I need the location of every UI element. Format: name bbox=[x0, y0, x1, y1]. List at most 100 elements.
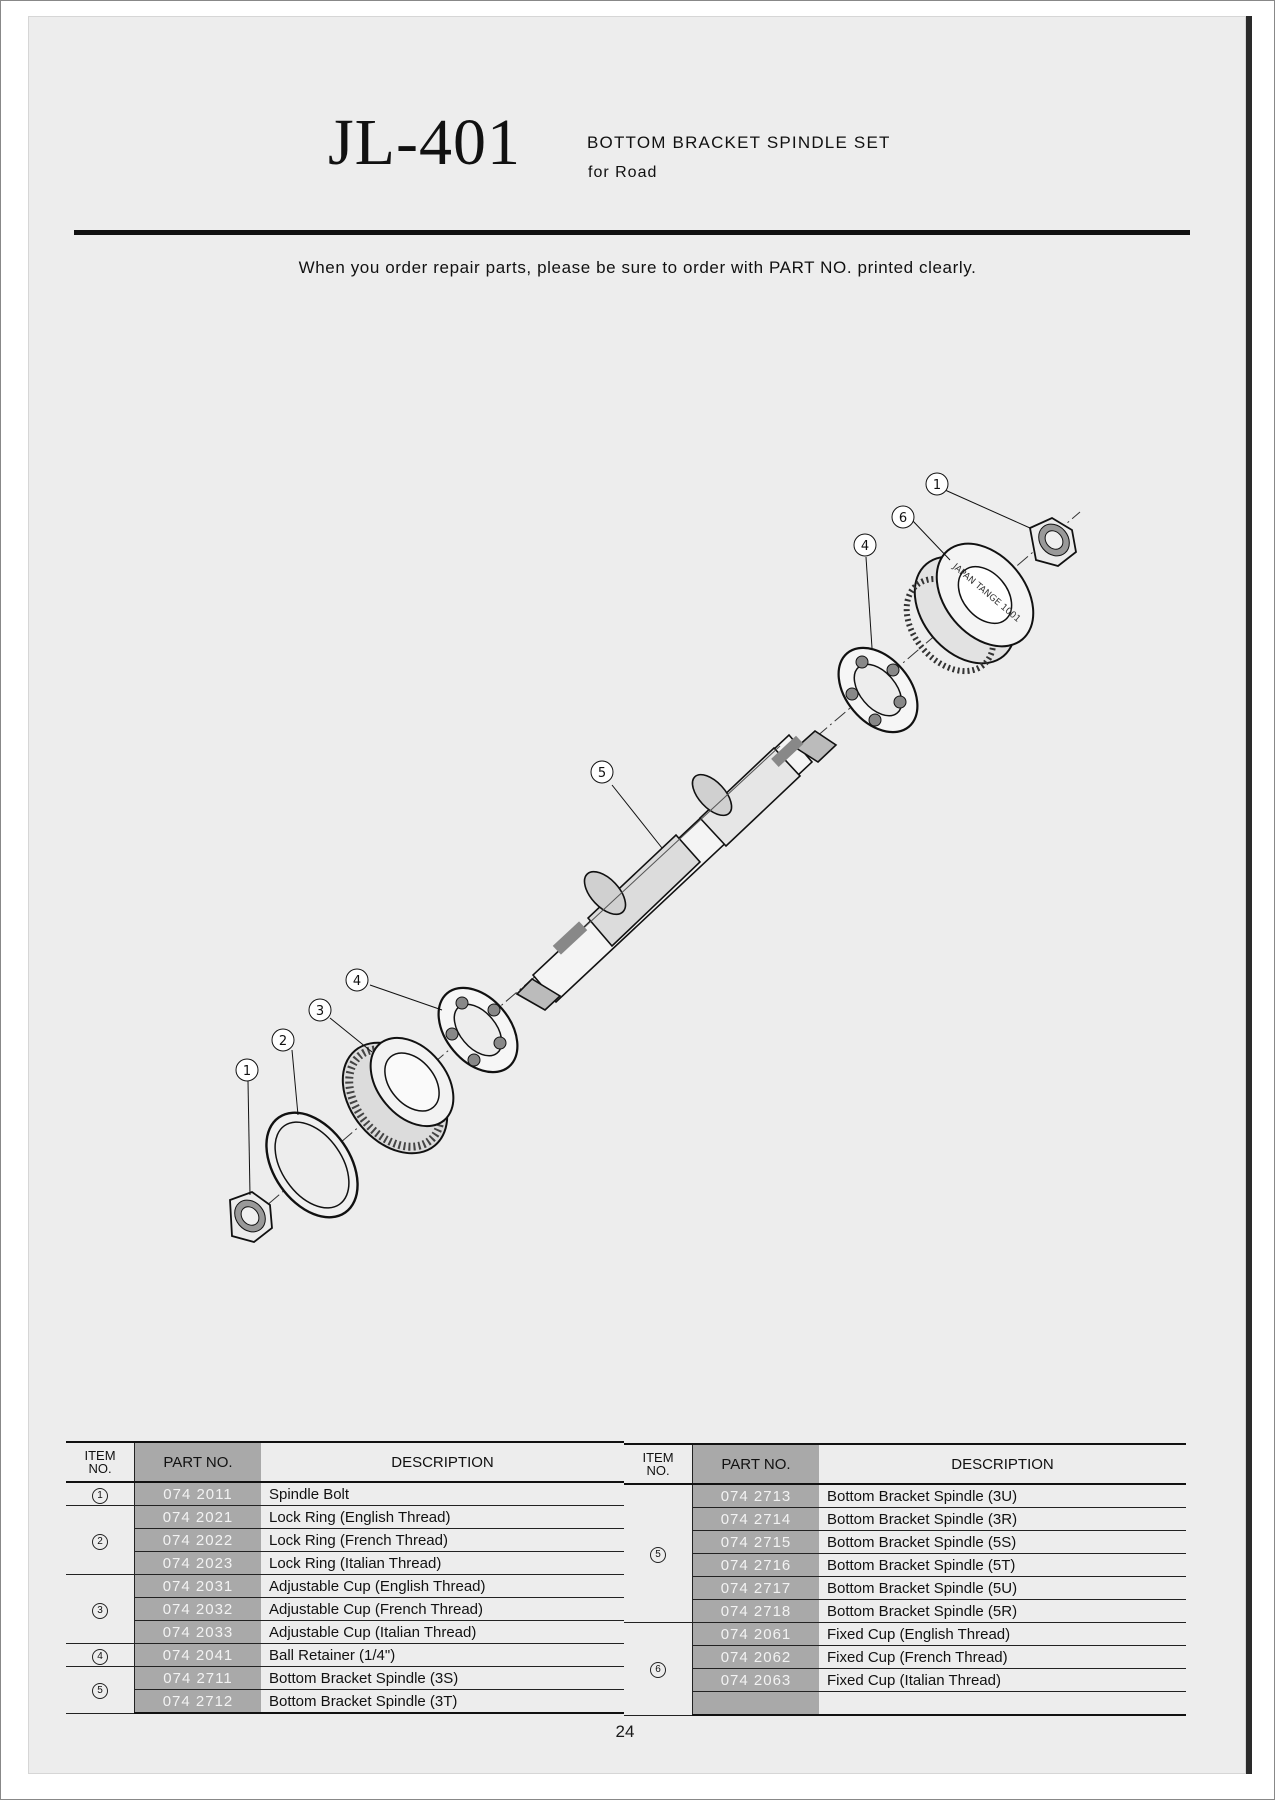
part-no-header: PART NO. bbox=[134, 1441, 261, 1483]
part-no-cell: 074 2718 bbox=[692, 1599, 819, 1623]
svg-text:3: 3 bbox=[316, 1004, 324, 1019]
description-cell bbox=[819, 1691, 1186, 1716]
part-no-cell bbox=[692, 1691, 819, 1716]
callout-leaders bbox=[247, 489, 1031, 1196]
description-cell: Bottom Bracket Spindle (3R) bbox=[819, 1507, 1186, 1531]
item-number-badge: 5 bbox=[650, 1547, 666, 1563]
page-number: 24 bbox=[615, 1722, 635, 1741]
right-spindle-bolt-illustration bbox=[1028, 516, 1077, 567]
part-no-cell: 074 2711 bbox=[134, 1666, 261, 1690]
callouts: 1 6 4 5 4 3 2 1 bbox=[235, 472, 949, 1082]
item-no-cell: 3 bbox=[66, 1574, 135, 1644]
part-no-cell: 074 2032 bbox=[134, 1597, 261, 1621]
callout-1-right: 1 bbox=[925, 472, 949, 496]
callout-2: 2 bbox=[271, 1028, 295, 1052]
description-cell: Lock Ring (English Thread) bbox=[261, 1505, 624, 1529]
part-no-cell: 074 2031 bbox=[134, 1574, 261, 1598]
order-notice: When you order repair parts, please be s… bbox=[298, 258, 977, 277]
svg-text:1: 1 bbox=[933, 478, 941, 493]
item-no-cell: 1 bbox=[66, 1482, 135, 1506]
description-cell: Adjustable Cup (English Thread) bbox=[261, 1574, 624, 1598]
part-no-cell: 074 2717 bbox=[692, 1576, 819, 1600]
part-no-cell: 074 2714 bbox=[692, 1507, 819, 1531]
callout-1-left: 1 bbox=[235, 1058, 259, 1082]
description-cell: Ball Retainer (1/4") bbox=[261, 1643, 624, 1667]
description-cell: Bottom Bracket Spindle (5T) bbox=[819, 1553, 1186, 1577]
product-title: BOTTOM BRACKET SPINDLE SET bbox=[587, 133, 891, 152]
description-cell: Bottom Bracket Spindle (5S) bbox=[819, 1530, 1186, 1554]
part-no-cell: 074 2713 bbox=[692, 1484, 819, 1508]
part-no-cell: 074 2715 bbox=[692, 1530, 819, 1554]
part-no-cell: 074 2712 bbox=[134, 1689, 261, 1714]
svg-text:5: 5 bbox=[598, 766, 606, 781]
description-cell: Spindle Bolt bbox=[261, 1482, 624, 1506]
header-rule bbox=[74, 230, 1190, 235]
left-ball-retainer-illustration bbox=[437, 986, 519, 1074]
item-no-cell: 5 bbox=[624, 1484, 693, 1623]
callout-6: 6 bbox=[891, 505, 915, 529]
adjustable-cup-illustration bbox=[341, 1036, 455, 1155]
item-no-cell: 5 bbox=[66, 1666, 135, 1714]
item-number-badge: 2 bbox=[92, 1533, 108, 1550]
description-header: DESCRIPTION bbox=[261, 1441, 624, 1483]
item-no-cell: 4 bbox=[66, 1643, 135, 1667]
part-no-cell: 074 2033 bbox=[134, 1620, 261, 1644]
part-no-cell: 074 2062 bbox=[692, 1645, 819, 1669]
item-number-badge: 6 bbox=[650, 1662, 666, 1679]
item-number-badge: 3 bbox=[92, 1602, 108, 1619]
spindle-illustration bbox=[515, 729, 838, 1011]
callout-5: 5 bbox=[590, 760, 614, 784]
left-spindle-bolt-illustration bbox=[229, 1190, 273, 1243]
description-cell: Bottom Bracket Spindle (3S) bbox=[261, 1666, 624, 1690]
right-ball-retainer-illustration bbox=[837, 646, 919, 734]
svg-text:1: 1 bbox=[243, 1064, 251, 1079]
description-header: DESCRIPTION bbox=[819, 1443, 1186, 1485]
description-cell: Lock Ring (French Thread) bbox=[261, 1528, 624, 1552]
description-cell: Lock Ring (Italian Thread) bbox=[261, 1551, 624, 1575]
description-cell: Adjustable Cup (Italian Thread) bbox=[261, 1620, 624, 1644]
description-cell: Fixed Cup (Italian Thread) bbox=[819, 1668, 1186, 1692]
lock-ring-illustration bbox=[265, 1111, 359, 1219]
item-number-badge: 1 bbox=[92, 1487, 108, 1504]
svg-text:6: 6 bbox=[899, 511, 907, 526]
svg-text:2: 2 bbox=[279, 1034, 287, 1049]
model-code: JL-401 bbox=[328, 106, 521, 179]
callout-3: 3 bbox=[308, 998, 332, 1022]
part-no-cell: 074 2041 bbox=[134, 1643, 261, 1667]
part-no-cell: 074 2011 bbox=[134, 1482, 261, 1506]
part-no-cell: 074 2716 bbox=[692, 1553, 819, 1577]
part-no-header: PART NO. bbox=[692, 1443, 819, 1485]
part-no-cell: 074 2023 bbox=[134, 1551, 261, 1575]
description-cell: Adjustable Cup (French Thread) bbox=[261, 1597, 624, 1621]
description-cell: Bottom Bracket Spindle (3U) bbox=[819, 1484, 1186, 1508]
part-no-cell: 074 2021 bbox=[134, 1505, 261, 1529]
item-no-cell: 2 bbox=[66, 1505, 135, 1575]
description-cell: Bottom Bracket Spindle (5U) bbox=[819, 1576, 1186, 1600]
description-cell: Bottom Bracket Spindle (3T) bbox=[261, 1689, 624, 1714]
table-row bbox=[624, 1691, 1186, 1716]
item-no-cell: 6 bbox=[624, 1622, 693, 1716]
